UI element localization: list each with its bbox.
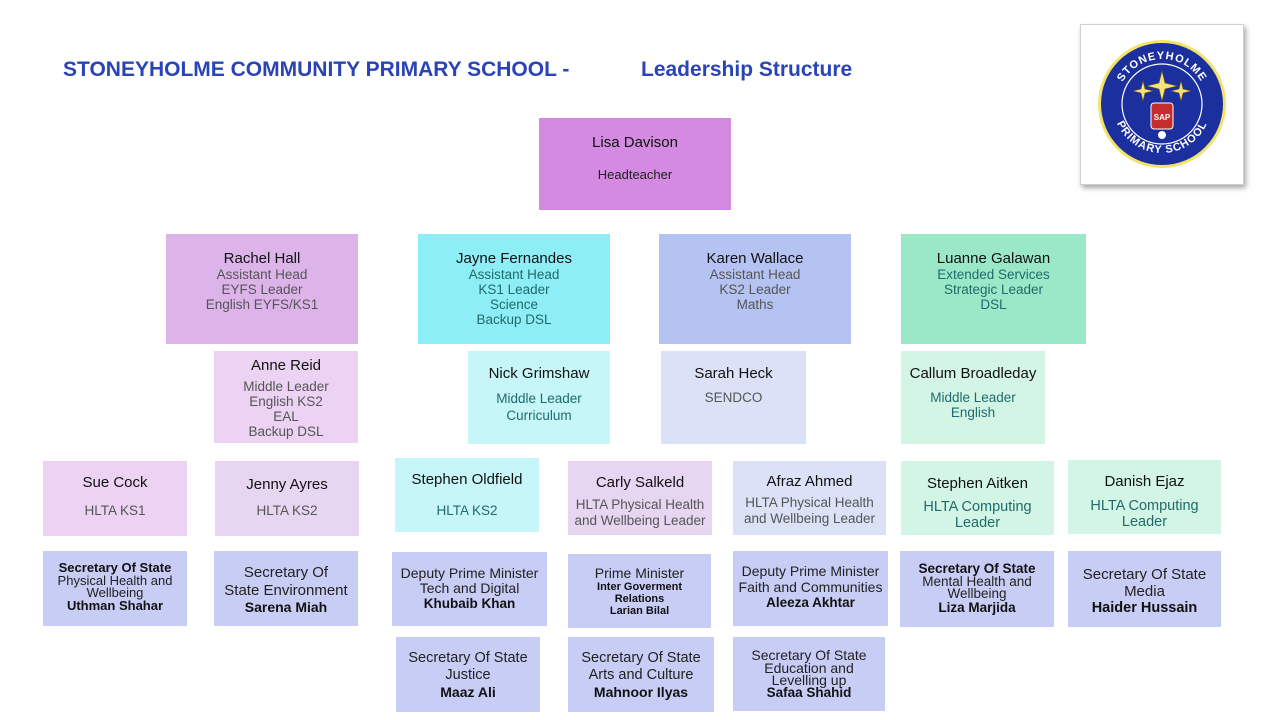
pupil-portfolio: Faith and Communities: [738, 579, 883, 595]
pupil-name: Mahnoor Ilyas: [593, 684, 689, 700]
pupil-portfolio: Education and Levelling up: [764, 660, 854, 688]
pupil-title: Secretary Of State: [581, 650, 701, 666]
pupil-portfolio: Media: [1124, 583, 1165, 600]
pupil-name: Uthman Shahar: [66, 598, 164, 613]
hlta-box-stephen-aitken: Stephen Aitken HLTA Computing Leader: [901, 461, 1054, 535]
pupil-title: Prime Minister: [594, 565, 685, 581]
pupil-box-aleeza-akhtar: Deputy Prime Minister Faith and Communit…: [733, 551, 888, 626]
middle-roles: SENDCO: [704, 390, 763, 405]
pupil-portfolio: Physical Health and Wellbeing: [57, 573, 173, 600]
pupil-portfolio: Mental Health and Wellbeing: [922, 574, 1032, 601]
pupil-name: Larian Bilal: [609, 605, 670, 617]
pupil-portfolio: Justice: [445, 667, 491, 683]
leader-name: Rachel Hall: [223, 250, 301, 267]
hlta-name: Stephen Aitken: [927, 475, 1028, 492]
hlta-role: HLTA Computing Leader: [923, 499, 1032, 531]
pupil-title: Secretary Of State: [1082, 566, 1207, 583]
hlta-name: Jenny Ayres: [246, 476, 328, 493]
page-subtitle: Leadership Structure: [641, 58, 853, 81]
pupil-box-sarena-miah: Secretary Of State Environment Sarena Mi…: [214, 551, 358, 626]
hlta-box-stephen-oldfield: Stephen Oldfield HLTA KS2: [395, 458, 539, 532]
pupil-title: Secretary Of State: [751, 647, 867, 663]
pupil-box-liza-marjida: Secretary Of State Mental Health and Wel…: [900, 551, 1054, 627]
middle-box-sarah-heck: Sarah Heck SENDCO: [661, 351, 806, 444]
pupil-name: Liza Marjida: [938, 600, 1016, 615]
pupil-portfolio: State Environment: [224, 582, 348, 599]
school-title: STONEYHOLME COMMUNITY PRIMARY SCHOOL -: [63, 58, 570, 81]
hlta-role: HLTA KS1: [84, 503, 146, 518]
hlta-role: HLTA Physical Health and Wellbeing Leade…: [743, 495, 876, 526]
pupil-title: Secretary Of State: [58, 560, 172, 575]
hlta-role: HLTA KS2: [256, 503, 318, 518]
hlta-name: Danish Ejaz: [1104, 473, 1185, 490]
pupil-name: Maaz Ali: [440, 684, 496, 700]
hlta-name: Afraz Ahmed: [766, 473, 853, 490]
pupil-title: Deputy Prime Minister: [400, 565, 539, 581]
hlta-box-jenny-ayres: Jenny Ayres HLTA KS2: [215, 461, 359, 536]
middle-name: Sarah Heck: [694, 365, 773, 382]
school-logo: STONEYHOLME PRIMARY SCHOOL SAP: [1080, 24, 1244, 185]
hlta-box-danish-ejaz: Danish Ejaz HLTA Computing Leader: [1068, 460, 1221, 534]
hlta-name: Stephen Oldfield: [411, 471, 523, 488]
hlta-box-afraz-ahmed: Afraz Ahmed HLTA Physical Health and Wel…: [733, 461, 886, 535]
pupil-name: Aleeza Akhtar: [766, 595, 855, 610]
pupil-name: Sarena Miah: [244, 599, 328, 615]
middle-name: Anne Reid: [250, 357, 322, 374]
pupil-title: Deputy Prime Minister: [741, 563, 880, 579]
hlta-name: Sue Cock: [82, 474, 148, 491]
leader-name: Karen Wallace: [706, 250, 804, 267]
leader-name: Jayne Fernandes: [456, 250, 572, 267]
hlta-name: Carly Salkeld: [595, 474, 685, 491]
pupil-portfolio: Tech and Digital: [419, 580, 520, 596]
pupil-title: Secretary Of State: [408, 650, 528, 666]
hlta-box-carly-salkeld: Carly Salkeld HLTA Physical Health and W…: [568, 461, 712, 535]
pupil-box-uthman-shahar: Secretary Of State Physical Health and W…: [43, 551, 187, 626]
pupil-box-mahnoor-ilyas: Secretary Of State Arts and Culture Mahn…: [568, 637, 714, 712]
pupil-portfolio: Inter Goverment Relations: [597, 581, 682, 605]
pupil-box-maaz-ali: Secretary Of State Justice Maaz Ali: [396, 637, 540, 712]
pupil-title: Secretary Of: [243, 564, 329, 581]
headteacher-box: Lisa Davison Headteacher: [539, 118, 731, 210]
headteacher-role: Headteacher: [597, 167, 673, 182]
leader-name: Luanne Galawan: [936, 250, 1051, 267]
hlta-role: HLTA Computing Leader: [1090, 498, 1199, 530]
pupil-box-safaa-shahid: Secretary Of State Education and Levelli…: [733, 637, 885, 711]
pupil-box-larian-bilal: Prime Minister Inter Goverment Relations…: [568, 554, 711, 628]
hlta-role: HLTA Physical Health and Wellbeing Leade…: [574, 497, 706, 528]
pupil-portfolio: Arts and Culture: [588, 667, 694, 683]
pupil-box-haider-hussain: Secretary Of State Media Haider Hussain: [1068, 551, 1221, 627]
pupil-name: Khubaib Khan: [423, 596, 516, 611]
middle-name: Callum Broadleday: [909, 365, 1037, 382]
hlta-box-sue-cock: Sue Cock HLTA KS1: [43, 461, 187, 536]
pupil-name: Haider Hussain: [1091, 600, 1198, 616]
svg-text:SAP: SAP: [1154, 113, 1171, 122]
middle-name: Nick Grimshaw: [488, 365, 590, 382]
pupil-name: Safaa Shahid: [766, 685, 852, 700]
pupil-title: Secretary Of State: [918, 561, 1036, 576]
school-logo-emblem: STONEYHOLME PRIMARY SCHOOL SAP: [1098, 40, 1226, 168]
hlta-role: HLTA KS2: [436, 503, 498, 518]
pupil-box-khubaib-khan: Deputy Prime Minister Tech and Digital K…: [392, 552, 547, 626]
headteacher-name: Lisa Davison: [592, 134, 678, 151]
